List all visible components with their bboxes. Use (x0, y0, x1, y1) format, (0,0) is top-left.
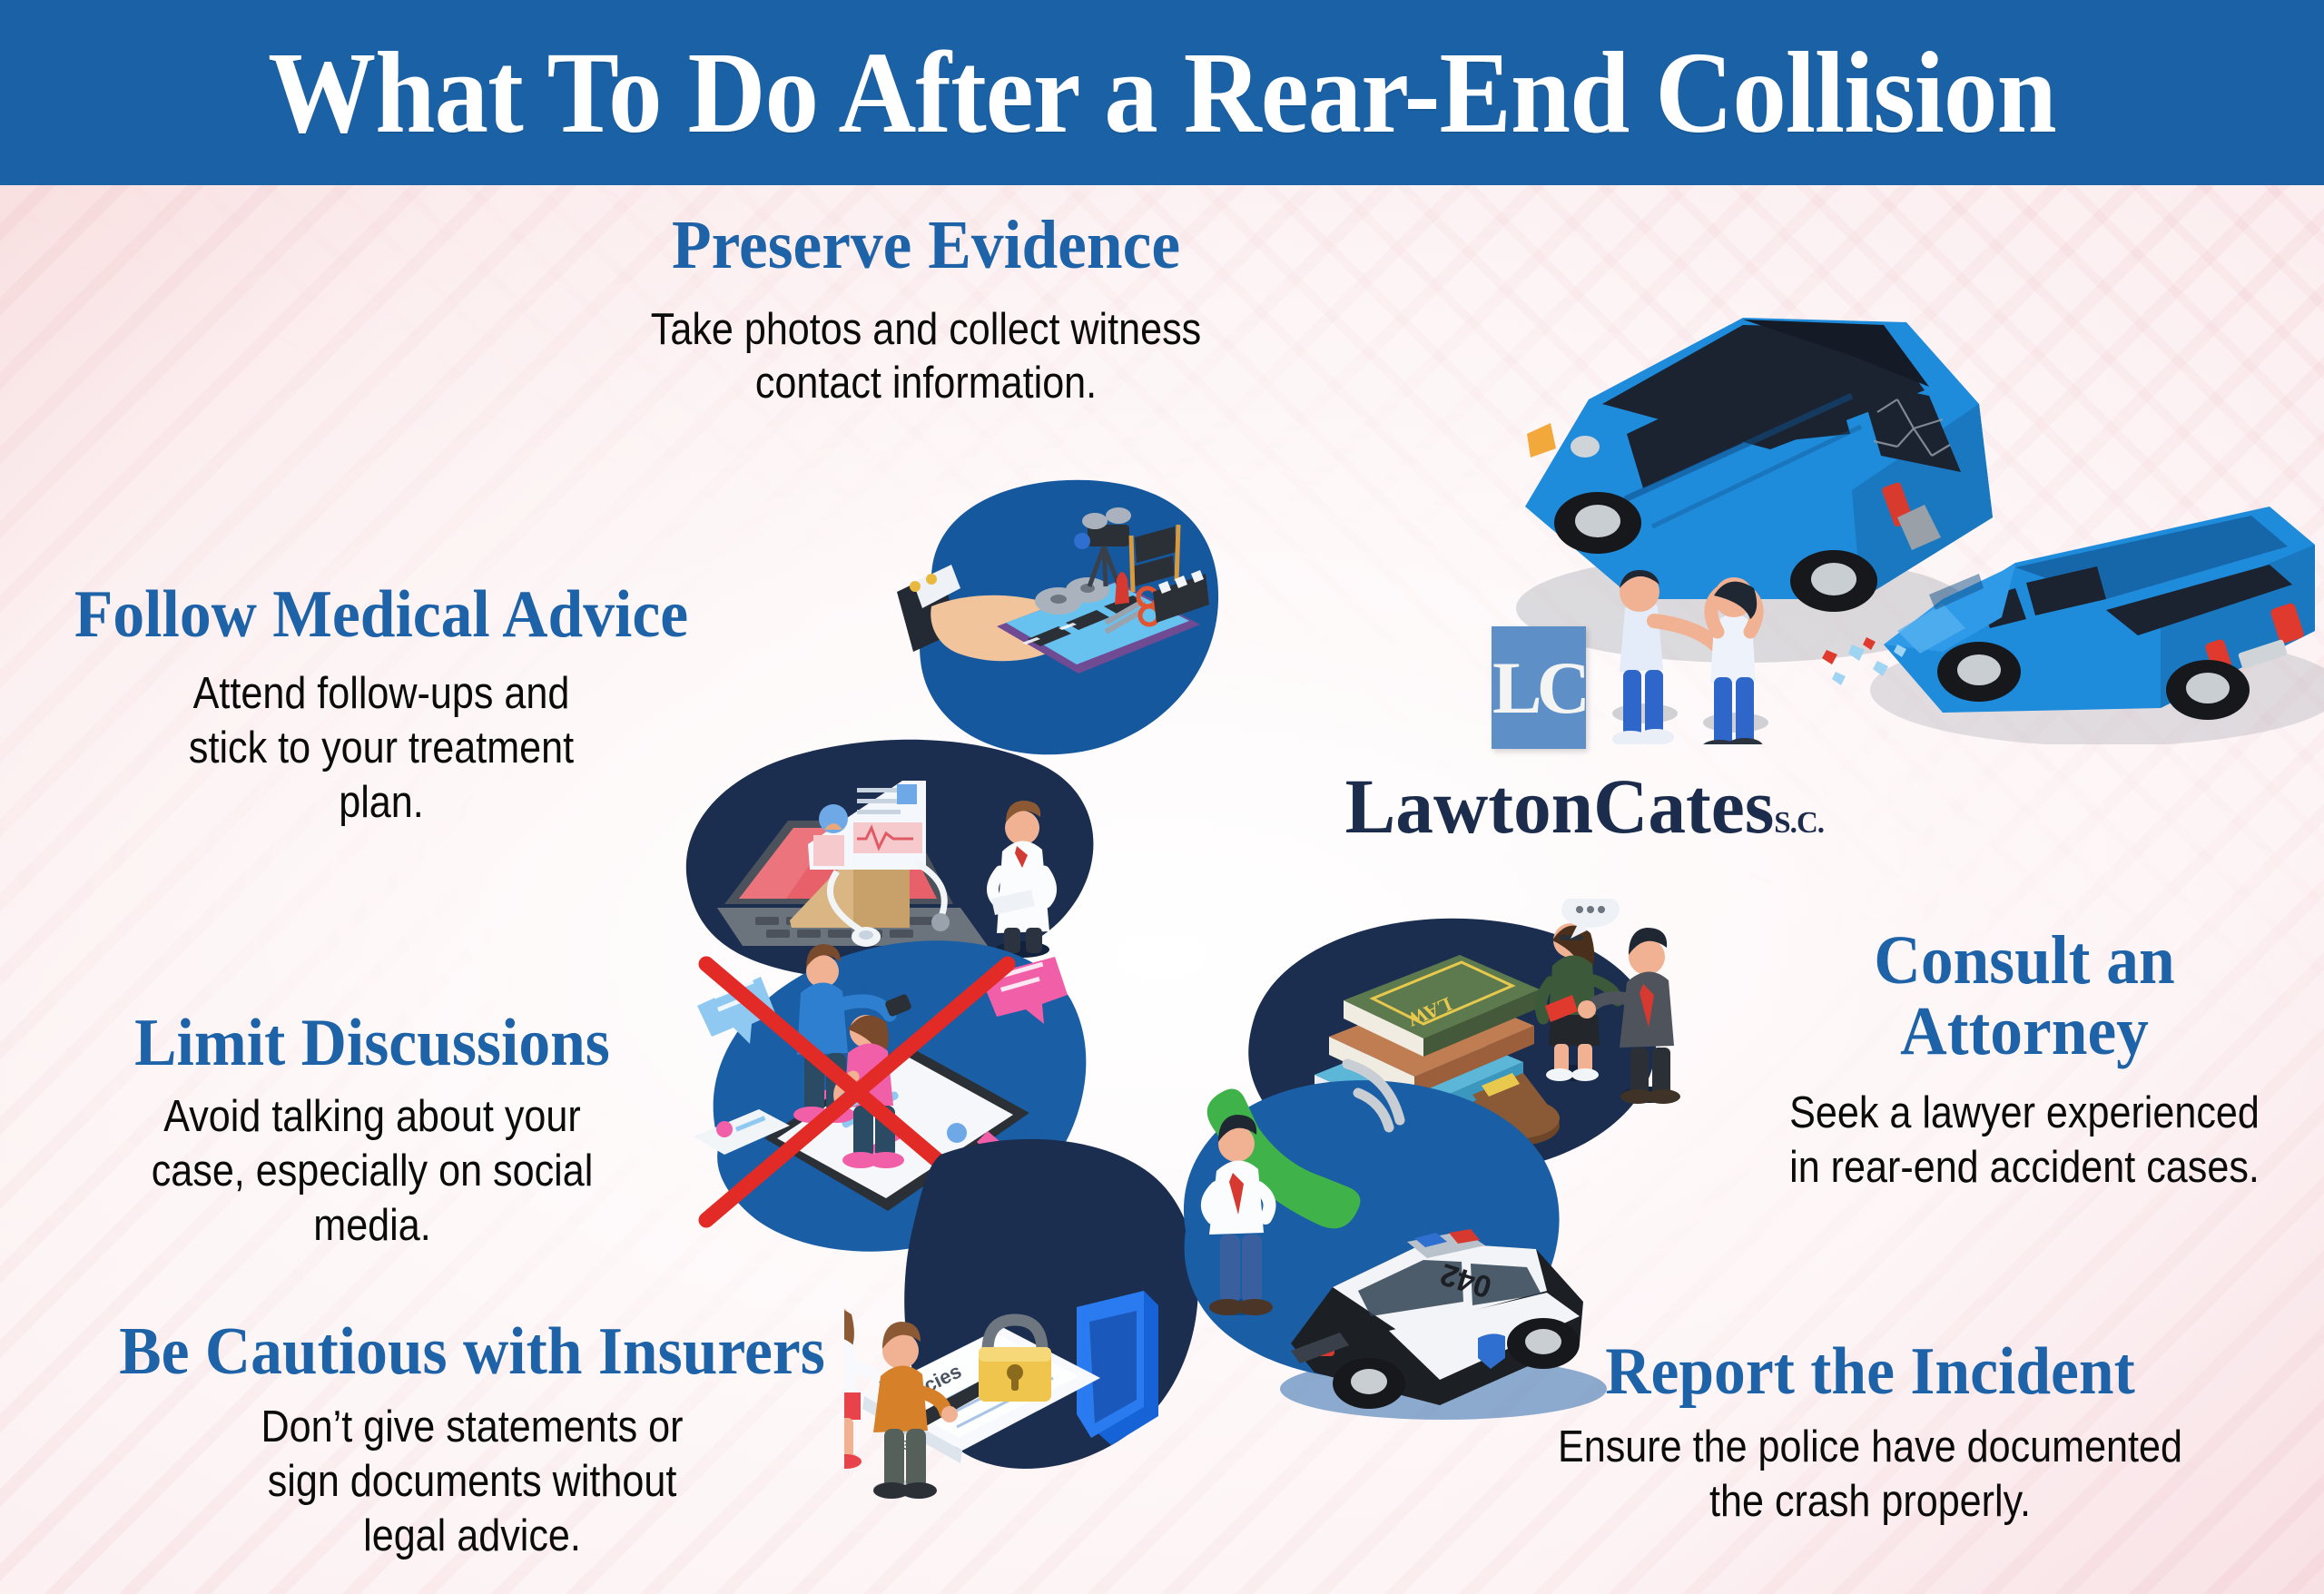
step-body: Attend follow-ups and stick to your trea… (188, 669, 575, 827)
preserve-evidence-illustration (844, 472, 1226, 772)
step-be-cautious-with-insurers: Be Cautious with Insurers Don’t give sta… (27, 1314, 917, 1564)
logo-wordmark: LawtonCatesS.C. (1345, 767, 1825, 845)
step-body: Take photos and collect witness contact … (650, 304, 1202, 408)
insurance-man (873, 1322, 958, 1499)
follow-medical-advice-illustration (672, 690, 1108, 999)
step-follow-medical-advice: Follow Medical Advice Attend follow-ups … (18, 577, 744, 831)
step-body: Don’t give statements or sign documents … (261, 1402, 684, 1560)
step-report-the-incident: Report the Incident Ensure the police ha… (1416, 1334, 2324, 1530)
step-limit-discussions: Limit Discussions Avoid talking about yo… (36, 1009, 708, 1254)
be-cautious-with-insurers-illustration: Policies 1. 2. 3. 4. (844, 1126, 1226, 1516)
attorney-man (1578, 928, 1680, 1104)
step-heading: Consult an Attorney (1874, 922, 2175, 1069)
police-cruiser: 042 (1280, 1229, 1607, 1420)
step-heading: Be Cautious with Insurers (119, 1314, 825, 1389)
page-title: What To Do After a Rear-End Collision (268, 28, 2057, 157)
bystander-woman (1701, 577, 1768, 756)
bystander-man (1612, 570, 1725, 747)
header-banner: What To Do After a Rear-End Collision (0, 0, 2324, 185)
logo-firm-name: LawtonCates (1344, 763, 1775, 850)
logo-monogram-box: LC (1492, 626, 1590, 749)
step-body: Seek a lawyer experienced in rear-end ac… (1789, 1088, 2260, 1192)
step-preserve-evidence: Preserve Evidence Take photos and collec… (563, 207, 1289, 411)
logo-suffix: S.C. (1774, 806, 1825, 840)
logo-monogram: LC (1492, 645, 1590, 729)
step-consult-an-attorney: Consult an Attorney Seek a lawyer experi… (1725, 922, 2324, 1196)
step-heading: Preserve Evidence (671, 207, 1181, 283)
lawton-cates-logo: LC LawtonCatesS.C. (1339, 626, 1825, 845)
collision-illustration (1471, 218, 2324, 756)
report-the-incident-illustration: 042 (1180, 1044, 1616, 1425)
step-heading: Follow Medical Advice (74, 577, 689, 652)
step-body: Ensure the police have documented the cr… (1558, 1422, 2182, 1527)
step-body: Avoid talking about your case, especiall… (151, 1092, 594, 1250)
step-heading: Limit Discussions (134, 1006, 610, 1080)
step-heading: Report the Incident (1605, 1334, 2135, 1409)
